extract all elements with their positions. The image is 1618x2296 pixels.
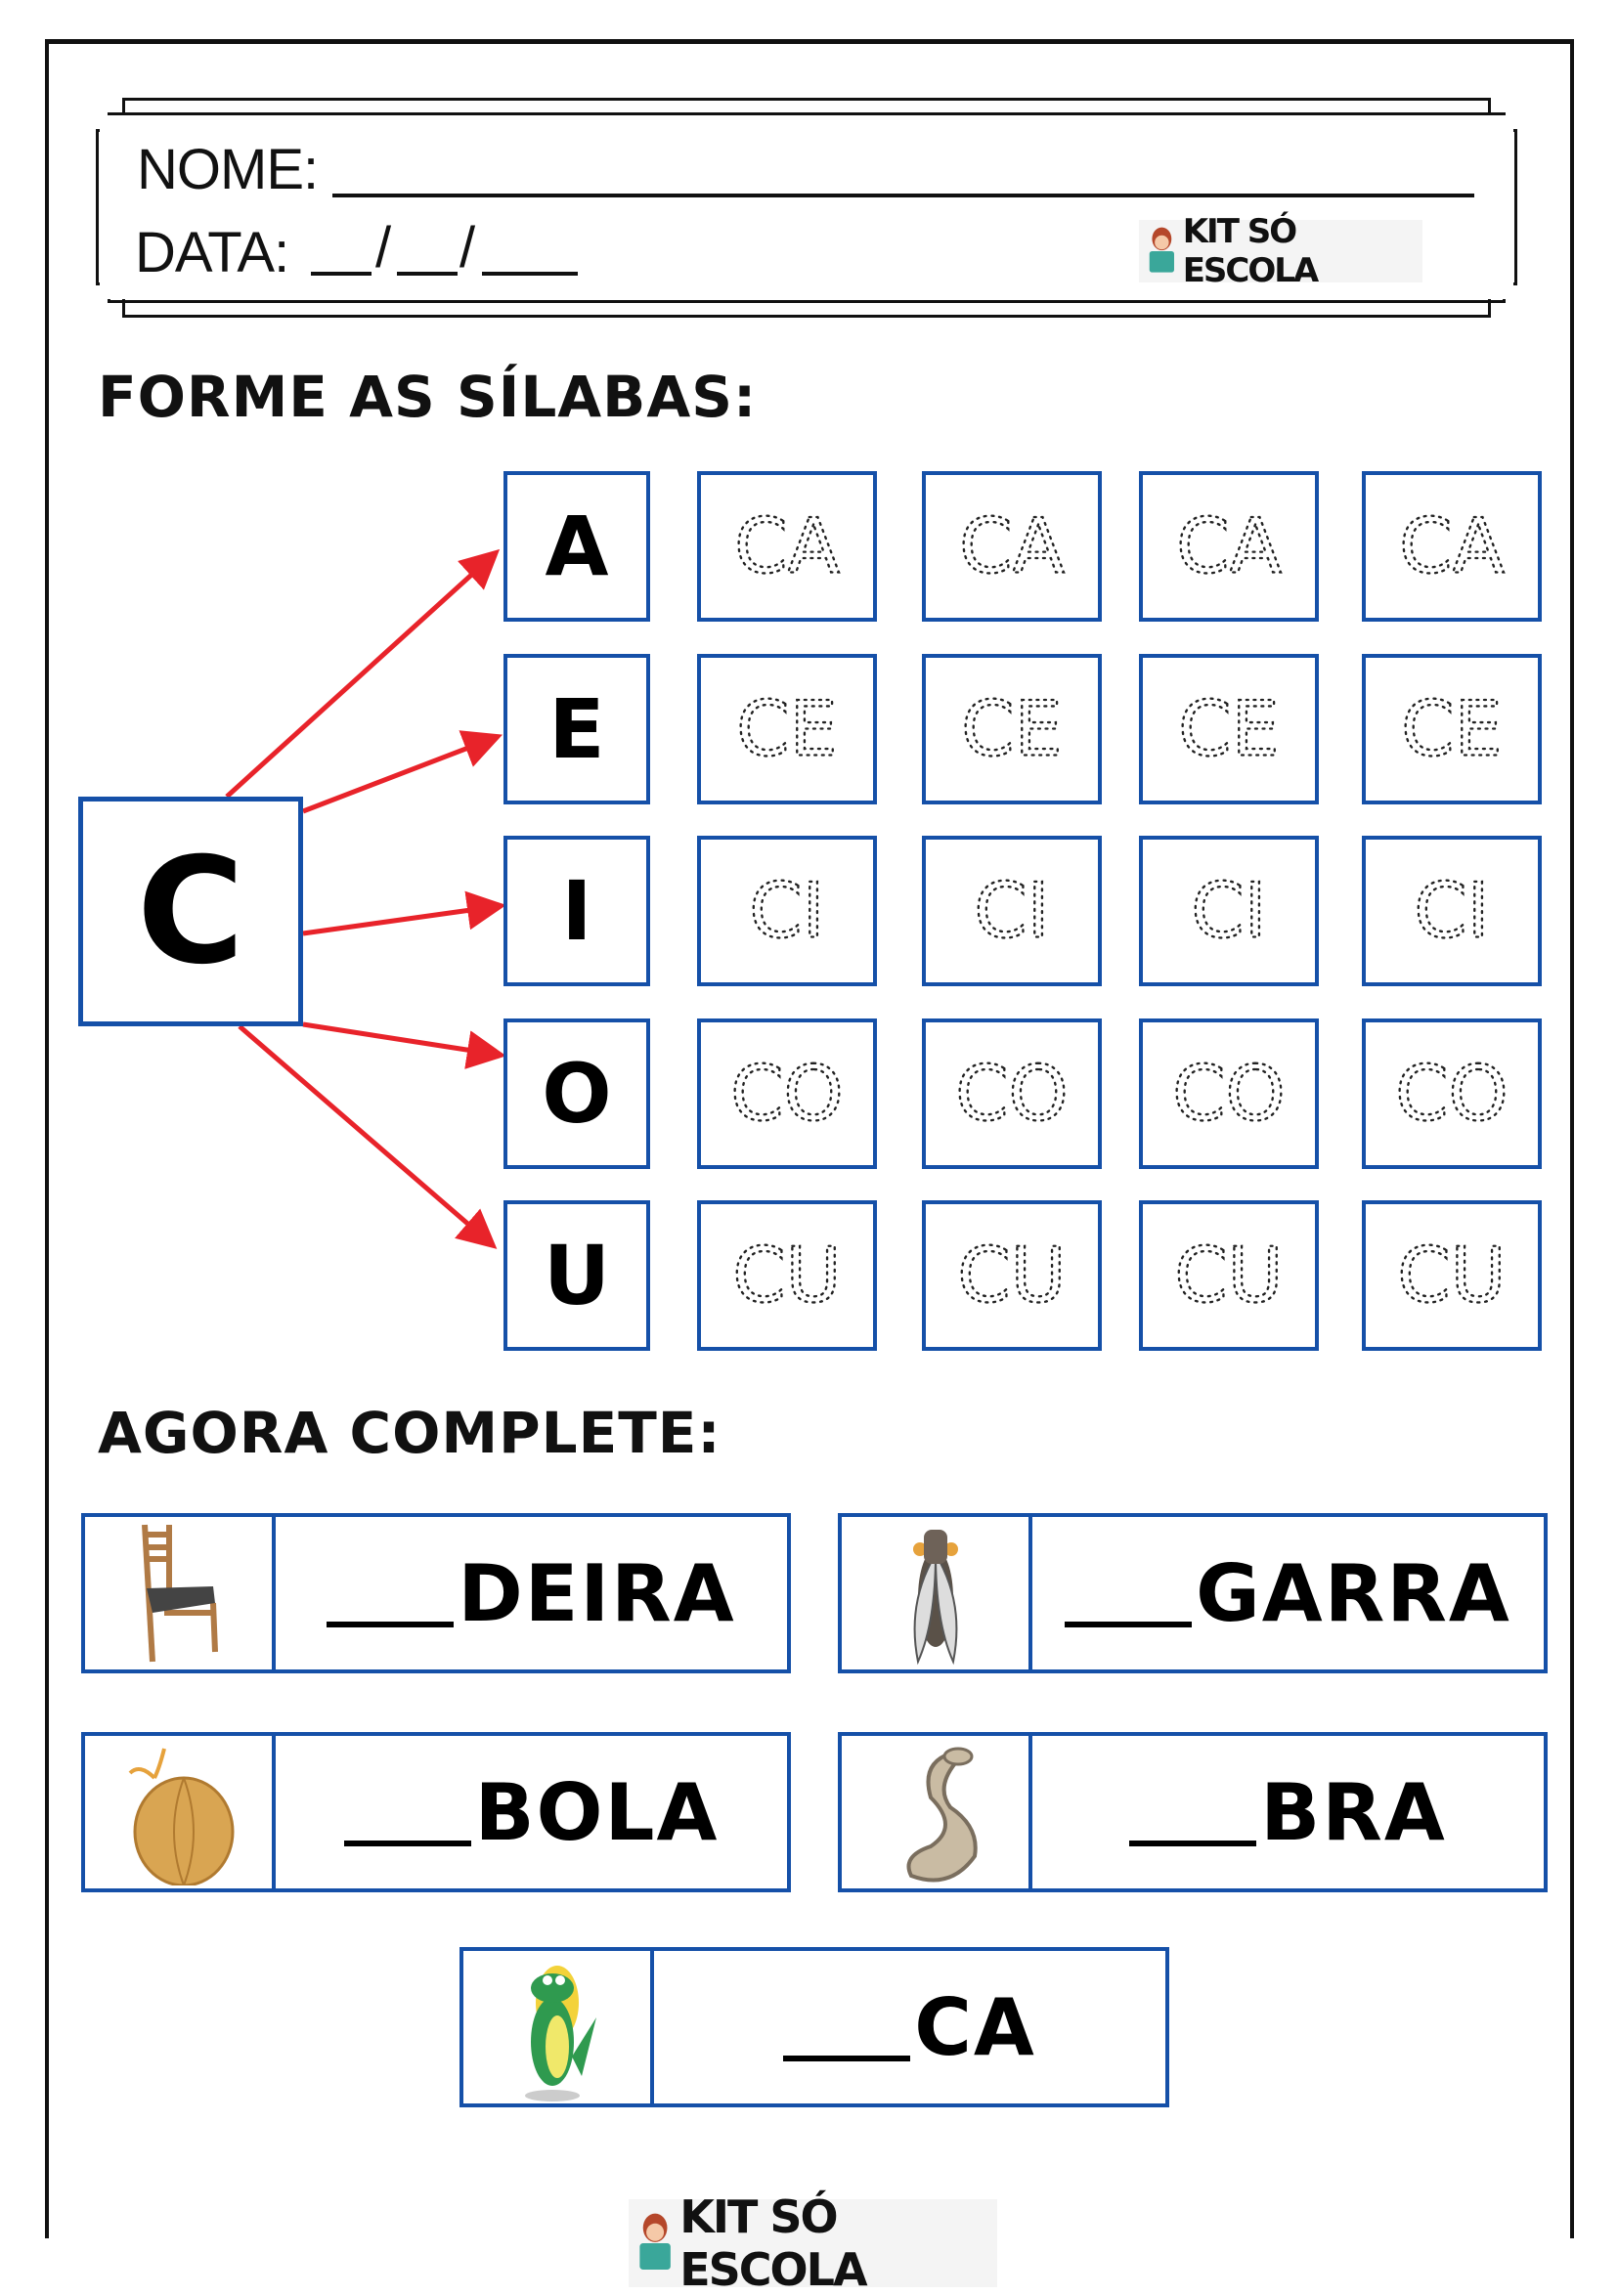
trace-syllable-box[interactable]: CA <box>1362 471 1542 622</box>
trace-syllable-text: CI <box>749 868 824 956</box>
vowel-box-e: E <box>503 654 650 804</box>
vowel-box-i: I <box>503 836 650 986</box>
trace-syllable-text: CU <box>732 1233 841 1321</box>
reading-girl-icon <box>639 2213 671 2270</box>
trace-syllable-box[interactable]: CE <box>1139 654 1319 804</box>
word-cell: DEIRA <box>276 1517 787 1669</box>
chair-image <box>85 1517 276 1669</box>
vowel-box-o: O <box>503 1018 650 1169</box>
trace-syllable-box[interactable]: CU <box>1139 1200 1319 1351</box>
name-field[interactable] <box>332 147 1474 197</box>
word-suffix: GARRA <box>1196 1547 1511 1639</box>
word-suffix: DEIRA <box>458 1547 736 1639</box>
trace-syllable-box[interactable]: CA <box>697 471 877 622</box>
word-suffix: BOLA <box>474 1766 720 1858</box>
trace-syllable-text: CO <box>730 1051 843 1139</box>
trace-syllable-text: CA <box>734 503 839 591</box>
arrow-to-e <box>302 730 503 814</box>
trace-syllable-box[interactable]: CO <box>922 1018 1102 1169</box>
trace-syllable-box[interactable]: CE <box>922 654 1102 804</box>
snake-image <box>842 1736 1032 1888</box>
trace-syllable-box[interactable]: CO <box>1362 1018 1542 1169</box>
trace-syllable-box[interactable]: CI <box>922 836 1102 986</box>
blank-field[interactable] <box>343 1778 471 1846</box>
trace-syllable-text: CU <box>957 1233 1066 1321</box>
trace-syllable-box[interactable]: CA <box>1139 471 1319 622</box>
trace-syllable-box[interactable]: CU <box>697 1200 877 1351</box>
consonant-box: C <box>78 797 303 1026</box>
arrow-to-u <box>238 1024 498 1249</box>
trace-syllable-box[interactable]: CI <box>1362 836 1542 986</box>
complete-word-item: BOLA <box>81 1732 791 1892</box>
word-suffix: BRA <box>1260 1766 1447 1858</box>
trace-syllable-text: CE <box>1401 686 1502 774</box>
word-suffix: CA <box>914 1981 1036 2073</box>
vowel-box-a: A <box>503 471 650 622</box>
word-cell: GARRA <box>1032 1517 1544 1669</box>
trace-syllable-box[interactable]: CE <box>697 654 877 804</box>
vowel-box-u: U <box>503 1200 650 1351</box>
trace-syllable-box[interactable]: CO <box>697 1018 877 1169</box>
cicada-image <box>842 1517 1032 1669</box>
trace-syllable-box[interactable]: CI <box>697 836 877 986</box>
complete-word-item: GARRA <box>838 1513 1548 1673</box>
trace-syllable-text: CI <box>974 868 1049 956</box>
trace-syllable-box[interactable]: CU <box>922 1200 1102 1351</box>
word-cell: CA <box>654 1951 1165 2103</box>
trace-syllable-text: CA <box>959 503 1064 591</box>
complete-word-item: CA <box>459 1947 1169 2107</box>
blank-field[interactable] <box>1065 1559 1193 1627</box>
section-title-form-syllables: FORME AS SÍLABAS: <box>98 364 758 430</box>
arrow-to-a <box>225 548 501 799</box>
trace-syllable-text: CO <box>955 1051 1068 1139</box>
trace-syllable-box[interactable]: CU <box>1362 1200 1542 1351</box>
trace-syllable-text: CI <box>1414 868 1489 956</box>
reading-girl-icon <box>1149 227 1174 273</box>
trace-syllable-box[interactable]: CI <box>1139 836 1319 986</box>
trace-syllable-text: CA <box>1399 503 1504 591</box>
footer-logo: KIT SÓ ESCOLA <box>629 2190 997 2296</box>
crocodile-image <box>463 1951 654 2103</box>
complete-word-item: BRA <box>838 1732 1548 1892</box>
trace-syllable-text: CE <box>961 686 1062 774</box>
trace-syllable-text: CU <box>1174 1233 1283 1321</box>
trace-syllable-text: CE <box>736 686 837 774</box>
word-cell: BRA <box>1032 1736 1544 1888</box>
section-title-complete: AGORA COMPLETE: <box>98 1400 722 1466</box>
brand-logo: KIT SÓ ESCOLA <box>1139 212 1422 290</box>
trace-syllable-text: CO <box>1172 1051 1285 1139</box>
trace-syllable-box[interactable]: CE <box>1362 654 1542 804</box>
complete-word-item: DEIRA <box>81 1513 791 1673</box>
arrow-to-i <box>302 890 506 936</box>
blank-field[interactable] <box>1129 1778 1257 1846</box>
date-label: DATA: <box>135 221 289 284</box>
trace-syllable-box[interactable]: CA <box>922 471 1102 622</box>
name-label: NOME: <box>137 138 319 201</box>
arrow-to-o <box>302 1021 506 1069</box>
onion-image <box>85 1736 276 1888</box>
trace-syllable-text: CA <box>1176 503 1281 591</box>
trace-syllable-text: CU <box>1397 1233 1506 1321</box>
blank-field[interactable] <box>783 1993 911 2061</box>
trace-syllable-text: CO <box>1395 1051 1508 1139</box>
date-field[interactable]: / / <box>311 205 580 280</box>
trace-syllable-text: CE <box>1178 686 1279 774</box>
blank-field[interactable] <box>327 1559 455 1627</box>
word-cell: BOLA <box>276 1736 787 1888</box>
trace-syllable-text: CI <box>1191 868 1266 956</box>
trace-syllable-box[interactable]: CO <box>1139 1018 1319 1169</box>
